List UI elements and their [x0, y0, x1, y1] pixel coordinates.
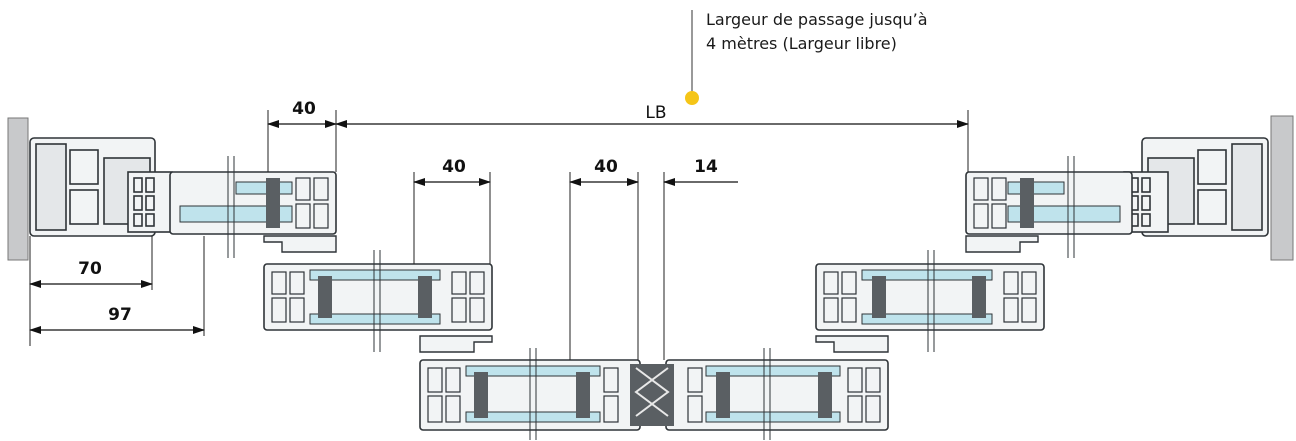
dim-label-lb: LB [645, 103, 666, 123]
passage-width-note: Largeur de passage jusqu’à 4 mètres (Lar… [706, 8, 928, 56]
dimension-lines [29, 120, 969, 334]
sash-tier1-left [169, 171, 337, 253]
dim-label-97: 97 [108, 305, 132, 325]
sash-tier2-left [263, 263, 493, 353]
dim-label-14: 14 [694, 157, 718, 177]
passage-width-note-line2: 4 mètres (Largeur libre) [706, 34, 897, 53]
wall-left [7, 117, 29, 261]
sash-tier2-right [815, 263, 1045, 353]
dim-label-40-mid: 40 [442, 157, 466, 177]
sash-tier1-right [965, 171, 1133, 253]
frame-left [29, 137, 173, 237]
dim-label-40-top: 40 [292, 99, 316, 119]
annotation-marker-dot [685, 91, 699, 105]
break-lines [227, 156, 1075, 440]
wall-right [1270, 115, 1294, 261]
frame-right [1123, 137, 1269, 237]
dim-label-70: 70 [78, 259, 102, 279]
passage-width-note-line1: Largeur de passage jusqu’à [706, 10, 928, 29]
sash-tier3-right [665, 359, 889, 431]
interlock-seal [630, 364, 674, 426]
dim-label-40-center: 40 [594, 157, 618, 177]
